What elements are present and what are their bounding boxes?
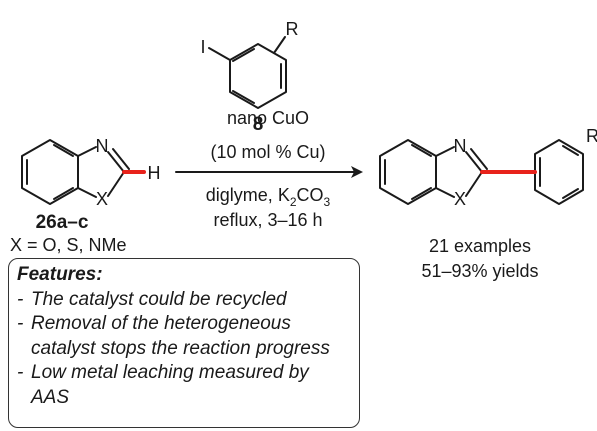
x-definition: X = O, S, NMe bbox=[10, 235, 127, 255]
substrate-label: 26a–c bbox=[36, 212, 89, 233]
product-x-label: X bbox=[454, 189, 466, 209]
catalyst-loading: (10 mol % Cu) bbox=[210, 142, 325, 162]
substrate-x-label: X bbox=[96, 189, 108, 209]
iodoarene-ring bbox=[229, 43, 287, 109]
substrate-n-label: N bbox=[96, 136, 109, 156]
hydrogen-label: H bbox=[148, 163, 161, 183]
reaction-arrowhead bbox=[351, 166, 363, 178]
product-structure bbox=[379, 139, 584, 205]
solvent: diglyme, bbox=[206, 185, 278, 205]
feature-text: Removal of the heterogeneous catalyst st… bbox=[31, 313, 330, 359]
feature-item: -Removal of the heterogeneous catalyst s… bbox=[17, 312, 351, 361]
feature-dash: - bbox=[17, 313, 24, 334]
product-r-label: R bbox=[586, 126, 597, 146]
solvent-base: diglyme, K2CO3 bbox=[206, 185, 331, 209]
base-sub-1: 2 bbox=[290, 195, 297, 209]
feature-text: Low metal leaching measured by AAS bbox=[31, 362, 309, 408]
product-n-label: N bbox=[454, 136, 467, 156]
base-co: CO bbox=[297, 185, 324, 205]
reagent-label: 8 bbox=[253, 114, 264, 135]
feature-dash: - bbox=[17, 288, 24, 310]
catalyst: nano CuO bbox=[227, 108, 309, 128]
benzazole-structure bbox=[21, 139, 130, 205]
reaction-temperature: reflux, 3–16 h bbox=[213, 210, 322, 230]
features-title: Features: bbox=[17, 264, 103, 285]
benzo-ring bbox=[21, 139, 79, 205]
iodine-label: I bbox=[200, 37, 205, 57]
feature-text: The catalyst could be recycled bbox=[31, 288, 287, 310]
r-bond bbox=[273, 36, 286, 54]
feature-item: -The catalyst could be recycled bbox=[17, 288, 351, 313]
c-i-bond bbox=[208, 47, 231, 61]
iodoarene-structure bbox=[208, 36, 287, 109]
examples-count: 21 examples bbox=[429, 236, 531, 256]
feature-item: -Low metal leaching measured by AAS bbox=[17, 361, 351, 410]
feature-dash: - bbox=[17, 362, 24, 383]
product-aryl-ring bbox=[534, 139, 584, 205]
features-box: Features: -The catalyst could be recycle… bbox=[8, 258, 360, 428]
product-benzo-ring bbox=[379, 139, 437, 205]
yield-range: 51–93% yields bbox=[421, 261, 538, 281]
base-sub-2: 3 bbox=[324, 195, 331, 209]
reagent-r-label: R bbox=[286, 19, 299, 39]
base-k: K bbox=[278, 185, 290, 205]
